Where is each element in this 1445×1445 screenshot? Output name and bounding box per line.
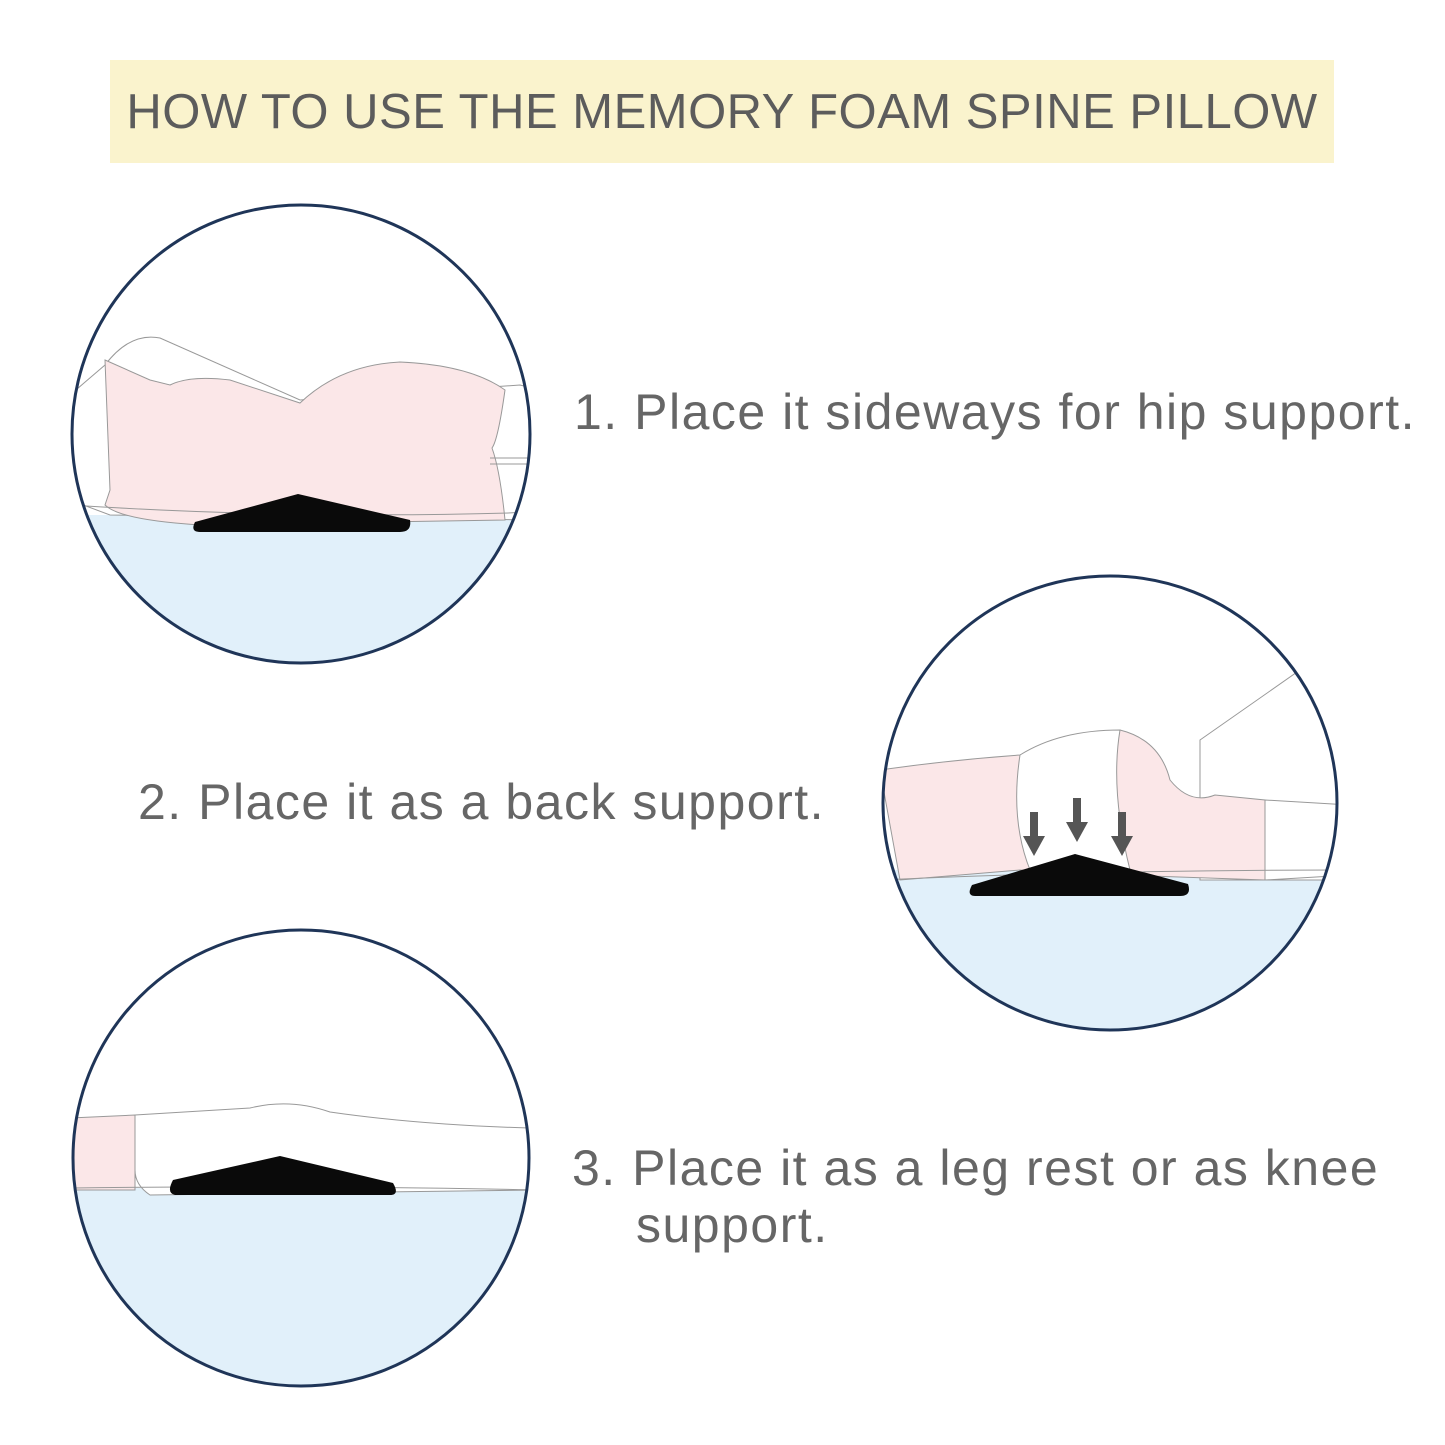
hip-support-illustration bbox=[70, 203, 532, 665]
title-banner: HOW TO USE THE MEMORY FOAM SPINE PILLOW bbox=[110, 60, 1334, 163]
page-title: HOW TO USE THE MEMORY FOAM SPINE PILLOW bbox=[126, 84, 1318, 139]
mattress bbox=[72, 515, 530, 663]
step-number: 1. bbox=[574, 384, 619, 440]
step-1: 1. Place it sideways for hip support. bbox=[574, 384, 1416, 441]
pillow-icon bbox=[193, 494, 411, 532]
body-shape bbox=[73, 1114, 136, 1191]
pillow-icon bbox=[169, 1156, 396, 1195]
step-text: Place it sideways for hip support. bbox=[634, 384, 1417, 440]
pressure-arrows-icon bbox=[1023, 798, 1133, 856]
leg-rest-illustration bbox=[71, 928, 531, 1388]
step-3: 3. Place it as a leg rest or as knee sup… bbox=[572, 1140, 1379, 1254]
step-number: 2. bbox=[138, 774, 183, 830]
pillow-icon bbox=[969, 854, 1189, 896]
back-support-illustration bbox=[881, 574, 1339, 1032]
step-2: 2. Place it as a back support. bbox=[138, 774, 825, 831]
step-text: Place it as a leg rest or as knee bbox=[632, 1140, 1380, 1196]
step-number: 3. bbox=[572, 1140, 617, 1196]
step-text-line2: support. bbox=[636, 1197, 829, 1253]
step-text: Place it as a back support. bbox=[198, 774, 826, 830]
body-shape bbox=[104, 359, 506, 526]
mattress bbox=[73, 1188, 529, 1386]
